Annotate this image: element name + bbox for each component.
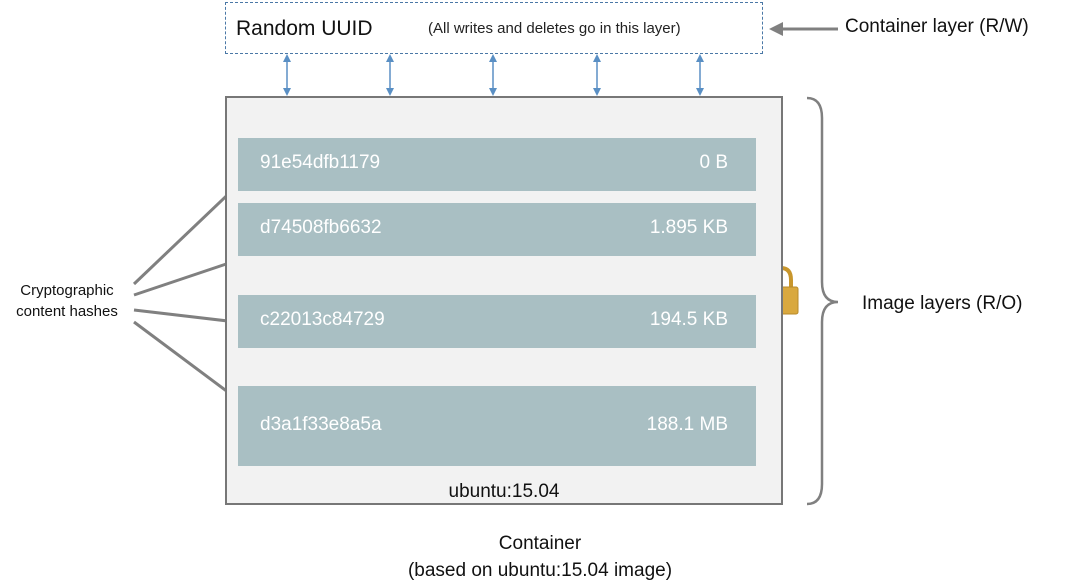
caption-subtitle: (based on ubuntu:15.04 image) [407, 560, 673, 581]
content-hashes-line-2: content hashes [16, 303, 118, 320]
container-layer-box: Random UUID (All writes and deletes go i… [225, 2, 763, 54]
layer-hash: d3a1f33e8a5a [260, 414, 382, 435]
content-hashes-line-1: Cryptographic [20, 282, 114, 299]
writes-note: (All writes and deletes go in this layer… [428, 20, 681, 37]
layer-hash: d74508fb6632 [260, 217, 382, 238]
image-layers-label: Image layers (R/O) [862, 293, 1023, 314]
diagram-caption: Container (based on ubuntu:15.04 image) [0, 530, 1080, 584]
layer-size: 194.5 KB [649, 309, 728, 330]
layer-size: 188.1 MB [646, 414, 728, 435]
layer-size: 1.895 KB [649, 217, 728, 238]
image-layer: 91e54dfb1179 0 B [238, 138, 756, 191]
image-layer: c22013c84729 194.5 KB [238, 295, 756, 348]
layer-size: 0 B [699, 152, 728, 173]
read-write-arrows [283, 54, 704, 96]
random-uuid-label: Random UUID [236, 17, 373, 40]
caption-title: Container [498, 533, 582, 554]
content-hashes-label: Cryptographic content hashes [0, 280, 134, 322]
image-layers-box: 91e54dfb1179 0 B d74508fb6632 1.895 KB c… [225, 96, 783, 505]
layer-hash: c22013c84729 [260, 309, 385, 330]
layer-hash: 91e54dfb1179 [260, 152, 381, 173]
curly-brace-icon [806, 96, 839, 506]
image-layer: d74508fb6632 1.895 KB [238, 203, 756, 256]
container-layer-label: Container layer (R/W) [845, 16, 1029, 37]
image-layer: d3a1f33e8a5a 188.1 MB [238, 386, 756, 466]
base-image-label: ubuntu:15.04 [448, 481, 560, 502]
